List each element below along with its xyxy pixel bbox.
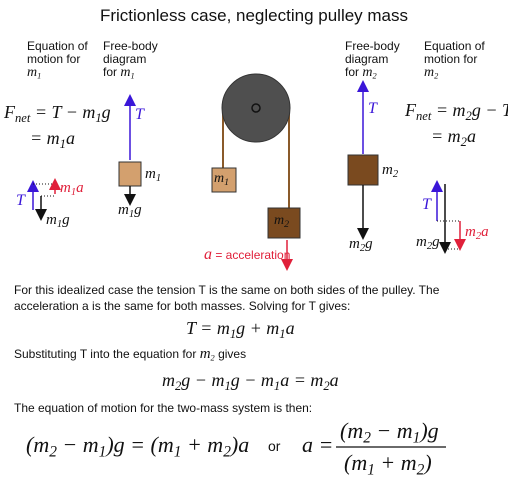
eq-m2-ma: = m2a (431, 126, 476, 149)
vec-right-m2g-label: m2g (416, 234, 440, 253)
eq-frac-numerator: (m2 − m1)g (340, 418, 439, 447)
eq-m2-net-force: Fnet = m2g − T (405, 100, 508, 123)
header-eom-m2: Equation of motion for m2 (424, 39, 485, 81)
eq-final: (m2 − m1)g = (m1 + m2)a (26, 432, 250, 461)
fbd-m1-mass-label: m1 (145, 166, 162, 185)
vec-right-T-label: T (422, 196, 431, 213)
page-title: Frictionless case, neglecting pulley mas… (99, 6, 409, 25)
or-label: or (268, 438, 281, 454)
paragraph-tension: For this idealized case the tension T is… (14, 283, 440, 313)
vec-right-m2a-label: m2a (465, 224, 489, 243)
eq-substituted: m2g − m1g − m1a = m2a (162, 370, 339, 393)
fbd-m2-block (347, 154, 379, 186)
fbd-m2-T-label: T (368, 100, 377, 117)
paragraph-substituting: Substituting T into the equation for m2 … (14, 346, 247, 363)
fbd-m2-weight-label: m2g (349, 236, 373, 255)
fbd-m1-weight-label: m1g (118, 202, 142, 221)
fbd-m1-block (118, 161, 142, 187)
fbd-m2-mass-label: m2 (382, 162, 399, 181)
eq-m1-net-force: Fnet = T − m1g (4, 102, 111, 125)
eq-solve-T: T = m1g + m1a (186, 318, 295, 341)
mass-m2-pulley (267, 207, 301, 239)
header-fbd-m1: Free-body diagram for m1 (103, 39, 158, 81)
header-eom-m1: Equation of motion for m1 (27, 39, 88, 81)
header-fbd-m2: Free-body diagram for m2 (345, 39, 400, 81)
fbd-m1-T-label: T (135, 106, 144, 123)
pulley-axle (251, 103, 261, 113)
mass-m1-pulley (211, 167, 237, 193)
pulley-m2-label: m2 (274, 213, 290, 230)
paragraph-two-mass: The equation of motion for the two-mass … (14, 401, 313, 415)
vec-left-m1g-label: m1g (46, 212, 70, 231)
acceleration-label: a = acceleration (204, 246, 291, 263)
vec-left-T-label: T (16, 192, 25, 209)
eq-frac-denominator: (m1 + m2) (344, 450, 432, 479)
vec-left-m1a-label: m1a (60, 180, 84, 199)
pulley-m1-label: m1 (214, 171, 230, 188)
eq-m1-ma: = m1a (30, 128, 75, 151)
eq-frac-lhs: a = (302, 432, 334, 457)
